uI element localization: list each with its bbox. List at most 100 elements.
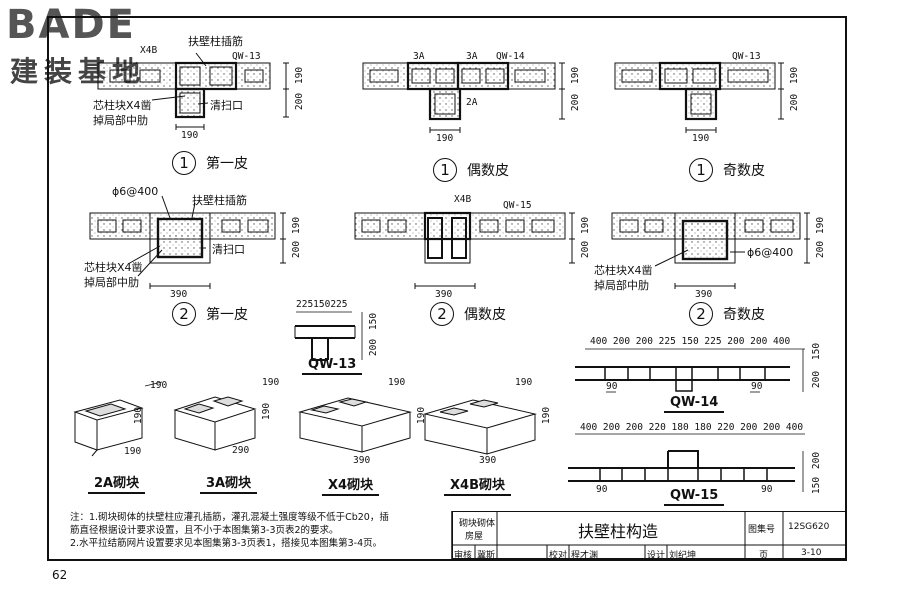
plan-3-qw-label: QW-13: [732, 51, 761, 62]
tb-page-label: 页: [759, 551, 769, 561]
plan-5-caption: 2 偶数皮: [430, 302, 506, 326]
plan-5-qw-label: QW-15: [503, 200, 532, 211]
plan-3-dim-200: 200: [789, 93, 801, 112]
block-3a-bottom: 290: [232, 445, 250, 456]
plan-1-width: 190: [181, 130, 199, 141]
plan-3-dim-190: 190: [789, 66, 801, 85]
tb-checker: 程才渊: [571, 551, 599, 561]
logo-word: BADE: [6, 2, 136, 48]
plan-1-qw-label: QW-13: [232, 51, 261, 62]
qw15-mesh: [568, 433, 805, 492]
plan-4-bar-label: 扶壁柱插筋: [192, 194, 247, 207]
plan-1-first-course: [97, 52, 289, 130]
qw14-label: QW-14: [664, 395, 725, 413]
qw15-label: QW-15: [664, 488, 725, 506]
plan-3-number: 1: [689, 158, 713, 182]
block-3a-side: 190: [261, 402, 273, 421]
plan-2-even-course: [354, 211, 575, 289]
plan-6-phi-label: ϕ6@400: [747, 246, 794, 259]
plan-4-width: 390: [170, 289, 188, 300]
plan-2-number: 1: [433, 158, 457, 182]
plan-1-even-course: [362, 61, 565, 133]
plan-5-x4b: X4B: [454, 194, 472, 205]
plan-6-core-label-2: 掉局部中肋: [594, 279, 649, 292]
plan-1-core-label-2: 掉局部中肋: [93, 114, 148, 127]
block-x4b-bottom: 390: [479, 455, 497, 466]
block-x4-bottom: 390: [353, 455, 371, 466]
tb-design-label: 设计: [647, 551, 666, 561]
plan-1-caption-text: 第一皮: [206, 156, 248, 172]
tb-category-1: 砌块砌体: [459, 519, 496, 529]
qw15-right-90: 90: [761, 484, 773, 495]
plan-1-dim-190: 190: [294, 66, 306, 85]
block-3a: [173, 396, 257, 451]
plan-5-dim-190: 190: [580, 216, 592, 235]
plan-3-caption: 1 奇数皮: [689, 158, 765, 182]
plan-4-core-label-2: 掉局部中肋: [84, 276, 139, 289]
tb-title: 扶壁柱构造: [578, 522, 659, 541]
block-x4b: [423, 399, 537, 455]
qw13-dim-200: 200: [368, 338, 380, 357]
block-x4b-label: X4B砌块: [444, 474, 511, 496]
plan-6-number: 2: [689, 302, 713, 326]
qw13-dims: 225150225: [296, 299, 348, 310]
tb-atlas-no: 12SG620: [788, 522, 830, 532]
plan-2-odd-course: [611, 212, 810, 289]
drawing-frame: [47, 16, 847, 561]
block-2a-top: 190: [150, 380, 168, 391]
plan-2-label-c: 2A: [466, 97, 478, 108]
qw15-left-90: 90: [596, 484, 608, 495]
plan-1-bar-label: 扶壁柱插筋: [188, 35, 243, 48]
page-number: 62: [52, 568, 68, 582]
block-x4-top: 190: [388, 377, 406, 388]
plan-3-caption-text: 奇数皮: [723, 163, 765, 179]
qw15-dim-200: 200: [811, 451, 823, 470]
block-2a-side: 190: [133, 406, 145, 425]
plan-2-dim-190: 190: [570, 66, 582, 85]
qw15-dims: 400 200 200 220 180 180 220 200 200 400: [580, 422, 804, 433]
qw15-dim-150: 150: [811, 476, 823, 495]
plan-3-width: 190: [692, 133, 710, 144]
qw14-dim-150: 150: [811, 342, 823, 361]
plan-4-core-label: 芯柱块X4凿: [84, 261, 143, 274]
plan-1-number: 1: [172, 151, 196, 175]
plan-4-dim-200: 200: [291, 240, 303, 259]
tb-check-label: 校对: [549, 551, 568, 561]
block-2a-label: 2A砌块: [88, 472, 146, 494]
plan-2-dim-200: 200: [570, 93, 582, 112]
title-block: 砌块砌体 房屋 扶壁柱构造 图集号 12SG620 审核 冀斯 校对 程才渊 设…: [452, 511, 847, 561]
plan-4-number: 2: [172, 302, 196, 326]
title-block-grid: [453, 512, 847, 560]
block-x4-label: X4砌块: [322, 474, 380, 496]
plan-1-core-label: 芯柱块X4凿: [93, 99, 152, 112]
notes: 注：1.砌块砌体的扶壁柱应灌孔插筋，灌孔混凝土强度等级不低于Cb20，插 筋直径…: [70, 511, 389, 550]
plan-5-number: 2: [430, 302, 454, 326]
qw14-right-90: 90: [751, 381, 763, 392]
plan-6-core-label: 芯柱块X4凿: [594, 264, 653, 277]
block-x4b-top: 190: [515, 377, 533, 388]
plan-2-first-course: [89, 195, 286, 289]
plan-2-width: 190: [436, 133, 454, 144]
plan-6-caption-text: 奇数皮: [723, 307, 765, 323]
qw14-dim-200: 200: [811, 370, 823, 389]
block-3a-label: 3A砌块: [200, 472, 258, 494]
plan-6-width: 390: [695, 289, 713, 300]
plan-1-odd-course: [614, 61, 784, 133]
tb-review-label: 审核: [454, 551, 473, 561]
plan-1-clean-label: 清扫口: [210, 99, 243, 112]
qw13-label: QW-13: [302, 357, 363, 375]
block-3a-top: 190: [262, 377, 280, 388]
plan-1-caption: 1 第一皮: [172, 151, 248, 175]
plan-6-dim-190: 190: [815, 216, 827, 235]
block-x4b-side: 190: [541, 406, 553, 425]
tb-category-2: 房屋: [465, 532, 484, 542]
block-2a-bottom: 190: [124, 446, 142, 457]
block-2a: [73, 381, 163, 457]
plan-1-dim-200: 200: [294, 92, 306, 111]
block-x4-side: 190: [416, 406, 428, 425]
plan-5-caption-text: 偶数皮: [464, 307, 506, 323]
qw14-left-90: 90: [606, 381, 618, 392]
